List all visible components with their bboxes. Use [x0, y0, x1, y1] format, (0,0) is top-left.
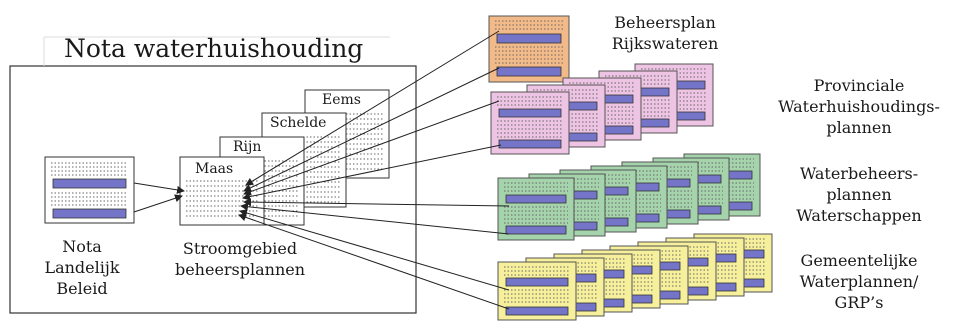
group-label-waterschappen: Waterbeheers- plannen Waterschappen — [773, 163, 945, 226]
plan-bar — [496, 33, 562, 44]
tab-maas: Maas — [195, 161, 234, 177]
group-label-line: Provinciale — [813, 76, 905, 95]
page-title: Nota waterhuishouding — [64, 34, 364, 63]
plan-bar — [498, 139, 562, 149]
arrow — [239, 209, 510, 291]
plan-bar — [505, 306, 569, 316]
national-label-line-3: Beleid — [56, 279, 108, 298]
group-label-line: Waterhuishoudings- — [778, 97, 940, 116]
plan-bar — [505, 277, 569, 287]
river-basin-label: Stroomgebied beheersplannen — [150, 238, 330, 280]
arrow — [240, 202, 510, 235]
group-label-line: Beheersplan — [614, 13, 716, 32]
group-label-line: plannen — [826, 185, 892, 204]
arrow — [245, 30, 500, 186]
doc-bar — [52, 208, 127, 219]
plan-stack-2 — [497, 153, 761, 241]
river-basin-label-line-1: Stroomgebied — [182, 239, 298, 258]
plan-bar — [498, 108, 562, 118]
plan-bar — [505, 194, 567, 204]
group-label-line: GRP’s — [834, 293, 884, 312]
plan-doc — [497, 261, 577, 321]
group-label-line: plannen — [826, 118, 892, 137]
tab-schelde: Schelde — [270, 115, 327, 131]
group-label-line: Waterschappen — [796, 206, 922, 225]
group-label-line: Rijkswateren — [611, 34, 719, 53]
group-label-provinciale: Provinciale Waterhuishoudings- plannen — [773, 75, 945, 138]
arrow — [242, 144, 502, 201]
plan-doc — [497, 177, 575, 241]
plan-bar — [505, 225, 567, 235]
arrow — [133, 194, 183, 213]
national-policy-label: Nota Landelijk Beleid — [24, 236, 140, 299]
tab-rijn: Rijn — [233, 139, 262, 155]
plan-bar — [496, 66, 562, 77]
plan-doc — [490, 91, 570, 155]
group-label-rijkswateren: Beheersplan Rijkswateren — [590, 12, 740, 54]
nota-frame — [9, 65, 417, 314]
national-policy-doc — [44, 156, 135, 224]
arrow — [238, 213, 510, 310]
group-label-line: Waterplannen/ — [799, 272, 919, 291]
group-label-line: Waterbeheers- — [799, 164, 919, 183]
plan-stack-0 — [488, 15, 570, 83]
national-label-line-1: Nota — [62, 237, 102, 256]
tab-eems: Eems — [322, 92, 361, 108]
arrow — [243, 67, 500, 192]
plan-stack-1 — [490, 63, 714, 155]
group-label-line: Gemeentelijke — [800, 251, 918, 270]
arrow — [133, 182, 185, 194]
arrow — [243, 100, 500, 196]
doc-bar — [52, 178, 127, 189]
arrow — [243, 198, 510, 207]
plan-doc — [488, 15, 570, 83]
plan-stack-3 — [497, 233, 773, 321]
group-label-gemeentelijke: Gemeentelijke Waterplannen/ GRP’s — [773, 250, 945, 313]
national-label-line-2: Landelijk — [44, 258, 120, 277]
river-basin-label-line-2: beheersplannen — [174, 260, 306, 279]
